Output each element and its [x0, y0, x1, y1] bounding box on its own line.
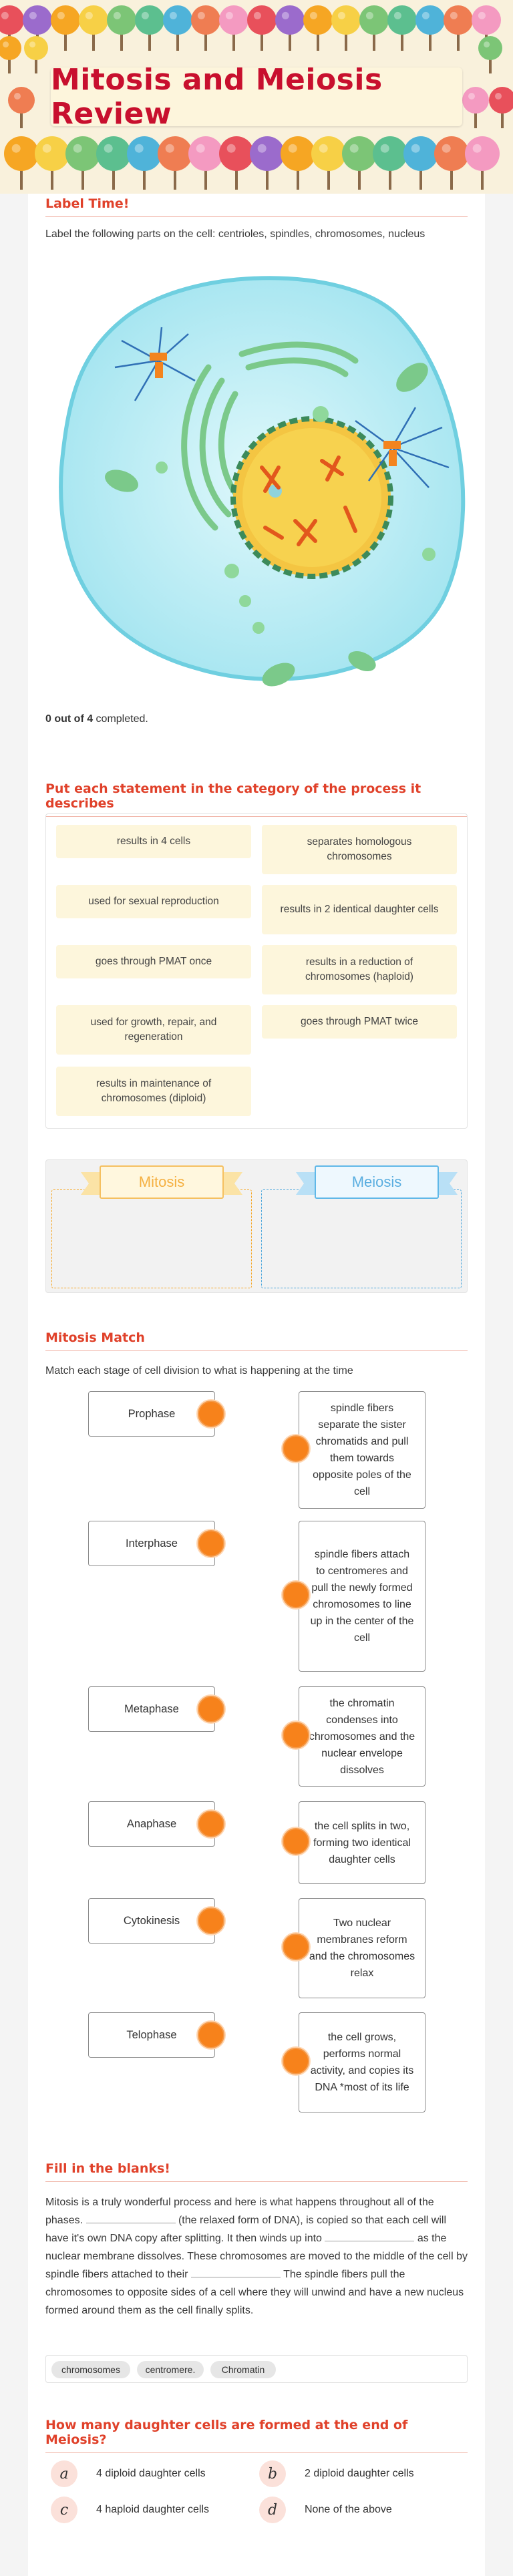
stage-cytokinesis[interactable]: Cytokinesis	[88, 1898, 215, 1944]
stage-connector-dot[interactable]	[198, 1811, 224, 1837]
match-section-title: Mitosis Match	[45, 1330, 468, 1351]
option-a-badge[interactable]: a	[51, 2460, 77, 2487]
mitosis-ribbon: Mitosis	[81, 1165, 242, 1200]
stage-connector-dot[interactable]	[198, 1401, 224, 1427]
option-c-badge[interactable]: c	[51, 2497, 77, 2523]
description-connector-dot[interactable]	[283, 1934, 309, 1960]
word-chip[interactable]: centromere.	[137, 2361, 204, 2378]
stage-connector-dot[interactable]	[198, 2022, 224, 2048]
description-box[interactable]: spindle fibers separate the sister chrom…	[299, 1391, 425, 1509]
description-connector-dot[interactable]	[283, 1435, 309, 1462]
blank-input[interactable]	[325, 2229, 415, 2241]
meiosis-ribbon: Meiosis	[296, 1165, 458, 1200]
label-section-title: Label Time!	[45, 196, 468, 217]
option-d-badge[interactable]: d	[259, 2497, 286, 2523]
description-box[interactable]: the cell splits in two, forming two iden…	[299, 1801, 425, 1884]
statement-pool: results in 4 cells separates homologous …	[45, 813, 468, 1129]
statement-chip[interactable]: results in maintenance of chromosomes (d…	[56, 1067, 251, 1116]
label-progress-suffix: completed.	[93, 713, 148, 725]
word-bank: chromosomes centromere. Chromatin	[45, 2355, 468, 2383]
stage-connector-dot[interactable]	[198, 1696, 224, 1722]
stage-anaphase[interactable]: Anaphase	[88, 1801, 215, 1847]
worksheet-card: Label Time! Label the following parts on…	[28, 194, 485, 2576]
option-c-text[interactable]: 4 haploid daughter cells	[96, 2504, 210, 2515]
stage-connector-dot[interactable]	[198, 1907, 224, 1934]
sort-section-title: Put each statement in the category of th…	[45, 781, 468, 817]
mitosis-dropzone[interactable]	[51, 1189, 252, 1288]
description-connector-dot[interactable]	[283, 2048, 309, 2074]
statement-chip[interactable]: used for sexual reproduction	[56, 885, 251, 918]
stage-metaphase[interactable]: Metaphase	[88, 1686, 215, 1732]
fill-text: as the nuclear membrane dissolves. These…	[45, 2233, 468, 2280]
description-box[interactable]: the chromatin condenses into chromosomes…	[299, 1686, 425, 1787]
mitosis-label: Mitosis	[100, 1165, 224, 1199]
tree-pattern-illustration	[0, 5, 513, 190]
description-box[interactable]: the cell grows, performs normal activity…	[299, 2012, 425, 2112]
statement-chip[interactable]: used for growth, repair, and regeneratio…	[56, 1005, 251, 1055]
meiosis-dropzone[interactable]	[261, 1189, 462, 1288]
mc-section-title: How many daughter cells are formed at th…	[45, 2418, 468, 2453]
stage-telophase[interactable]: Telophase	[88, 2012, 215, 2058]
stage-interphase[interactable]: Interphase	[88, 1521, 215, 1566]
stage-prophase[interactable]: Prophase	[88, 1391, 215, 1437]
category-bins: Mitosis Meiosis	[45, 1159, 468, 1293]
description-connector-dot[interactable]	[283, 1722, 309, 1749]
option-a-text[interactable]: 4 diploid daughter cells	[96, 2468, 206, 2479]
stage-connector-dot[interactable]	[198, 1530, 224, 1557]
animal-cell-diagram[interactable]	[41, 267, 482, 701]
fill-paragraph: Mitosis is a truly wonderful process and…	[45, 2193, 468, 2320]
statement-chip[interactable]: results in a reduction of chromosomes (h…	[262, 945, 457, 994]
option-b-text[interactable]: 2 diploid daughter cells	[305, 2468, 414, 2479]
meiosis-label: Meiosis	[315, 1165, 439, 1199]
page-title: Mitosis and Meiosis Review	[51, 63, 383, 131]
blank-input[interactable]	[190, 2265, 281, 2277]
blank-input[interactable]	[86, 2211, 176, 2223]
statement-chip[interactable]: results in 2 identical daughter cells	[262, 885, 457, 934]
statement-chip[interactable]: separates homologous chromosomes	[262, 825, 457, 874]
description-box[interactable]: Two nuclear membranes reform and the chr…	[299, 1898, 425, 1998]
option-d-text[interactable]: None of the above	[305, 2504, 392, 2515]
title-box: Mitosis and Meiosis Review	[51, 63, 462, 131]
fill-text: The spindle fibers pull the chromosomes …	[45, 2269, 464, 2316]
option-b-badge[interactable]: b	[259, 2460, 286, 2487]
label-instructions: Label the following parts on the cell: c…	[45, 228, 425, 240]
word-chip[interactable]: chromosomes	[51, 2361, 130, 2378]
label-progress: 0 out of 4 completed.	[45, 713, 148, 725]
description-connector-dot[interactable]	[283, 1582, 309, 1608]
statement-chip[interactable]: goes through PMAT twice	[262, 1005, 457, 1039]
statement-chip[interactable]: goes through PMAT once	[56, 945, 251, 978]
fill-section-title: Fill in the blanks!	[45, 2161, 468, 2182]
match-instructions: Match each stage of cell division to wha…	[45, 1365, 353, 1376]
description-connector-dot[interactable]	[283, 1828, 309, 1855]
header-banner: Mitosis and Meiosis Review	[0, 0, 513, 194]
label-progress-count: 0 out of 4	[45, 713, 94, 725]
statement-chip[interactable]: results in 4 cells	[56, 825, 251, 858]
word-chip[interactable]: Chromatin	[210, 2361, 276, 2378]
description-box[interactable]: spindle fibers attach to centromeres and…	[299, 1521, 425, 1672]
fill-text: Mitosis is a truly wonderful process and…	[45, 2197, 434, 2226]
fill-text: (the relaxed form of DNA), is copied so …	[45, 2215, 446, 2244]
